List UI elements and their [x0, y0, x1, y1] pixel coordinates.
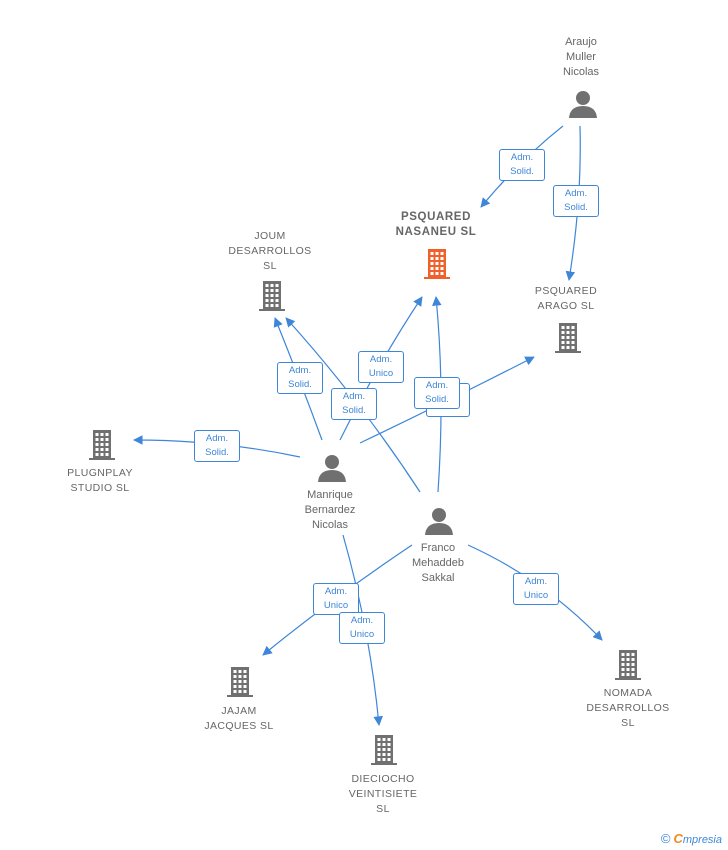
building-icon[interactable]	[611, 648, 645, 682]
empresia-logo[interactable]: © Cmpresia	[660, 831, 722, 846]
relation-box-manrique-dieciocho[interactable]: Adm.Unico	[339, 612, 385, 644]
relation-box-franco-joum[interactable]: Adm.Solid.	[331, 388, 377, 420]
relation-box-manrique-plugnplay[interactable]: Adm.Solid.	[194, 430, 240, 462]
building-icon[interactable]	[367, 733, 401, 767]
person-icon[interactable]	[566, 87, 600, 121]
building-icon[interactable]	[255, 279, 289, 313]
relation-box-manrique-joum[interactable]: Adm.Solid.	[277, 362, 323, 394]
relation-box-franco-nasaneu[interactable]: Adm.Solid.	[414, 377, 460, 409]
relation-box-franco-nomada[interactable]: Adm.Unico	[513, 573, 559, 605]
person-icon[interactable]	[315, 451, 349, 485]
person-icon[interactable]	[422, 504, 456, 538]
relation-box-araujo-arago[interactable]: Adm.Solid.	[553, 185, 599, 217]
building-icon[interactable]	[85, 428, 119, 462]
building-icon[interactable]	[420, 247, 454, 281]
building-icon[interactable]	[223, 665, 257, 699]
relation-box-franco-jajam[interactable]: Adm.Unico	[313, 583, 359, 615]
relation-box-araujo-nasaneu[interactable]: Adm.Solid.	[499, 149, 545, 181]
building-icon[interactable]	[551, 321, 585, 355]
relation-box-manrique-nasaneu[interactable]: Adm.Unico	[358, 351, 404, 383]
